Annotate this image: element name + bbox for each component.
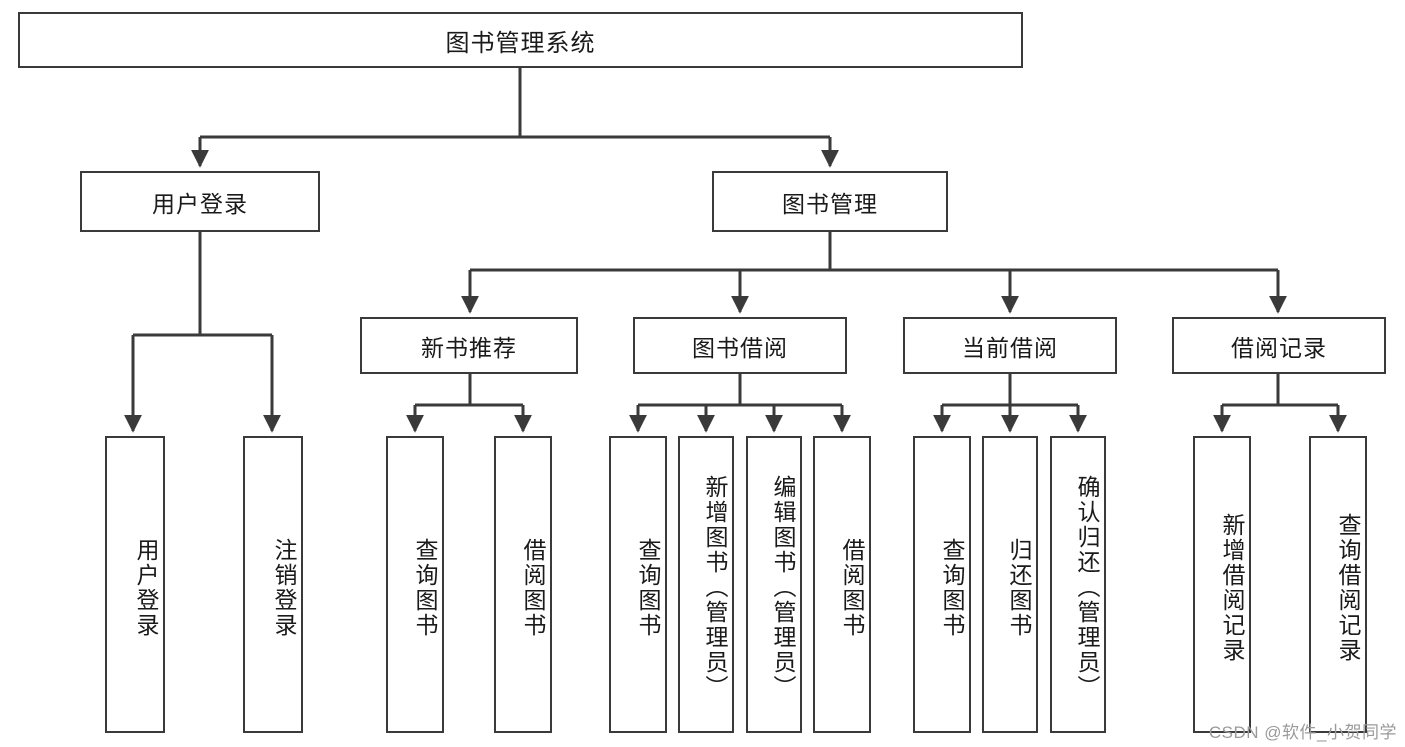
node-book-borrow[interactable]: 图书借阅 [633,317,847,374]
node-user-login[interactable]: 用户登录 [80,171,320,232]
node-root-book-management-system[interactable]: 图书管理系统 [18,12,1023,68]
node-book-management[interactable]: 图书管理 [712,171,948,232]
leaf-query-book-borrow[interactable]: 查询图书 [609,436,667,733]
leaf-logout-login[interactable]: 注销登录 [243,436,303,733]
node-current-borrow[interactable]: 当前借阅 [903,317,1117,374]
leaf-edit-book-admin[interactable]: 编辑图书（管理员） [746,436,802,733]
leaf-add-borrow-record[interactable]: 新增借阅记录 [1193,436,1251,733]
leaf-add-book-admin[interactable]: 新增图书（管理员） [678,436,734,733]
leaf-query-book-recommend[interactable]: 查询图书 [386,436,444,733]
leaf-return-book[interactable]: 归还图书 [982,436,1038,733]
csdn-watermark: CSDN @软件_小贺同学 [1208,723,1397,742]
leaf-user-login[interactable]: 用户登录 [105,436,165,733]
leaf-confirm-return-admin[interactable]: 确认归还（管理员） [1050,436,1106,733]
node-new-book-recommend[interactable]: 新书推荐 [360,317,578,374]
leaf-query-borrow-record[interactable]: 查询借阅记录 [1309,436,1367,733]
leaf-borrow-book[interactable]: 借阅图书 [813,436,871,733]
leaf-query-book-current[interactable]: 查询图书 [913,436,971,733]
leaf-borrow-book-recommend[interactable]: 借阅图书 [494,436,552,733]
node-borrow-record[interactable]: 借阅记录 [1172,317,1386,374]
